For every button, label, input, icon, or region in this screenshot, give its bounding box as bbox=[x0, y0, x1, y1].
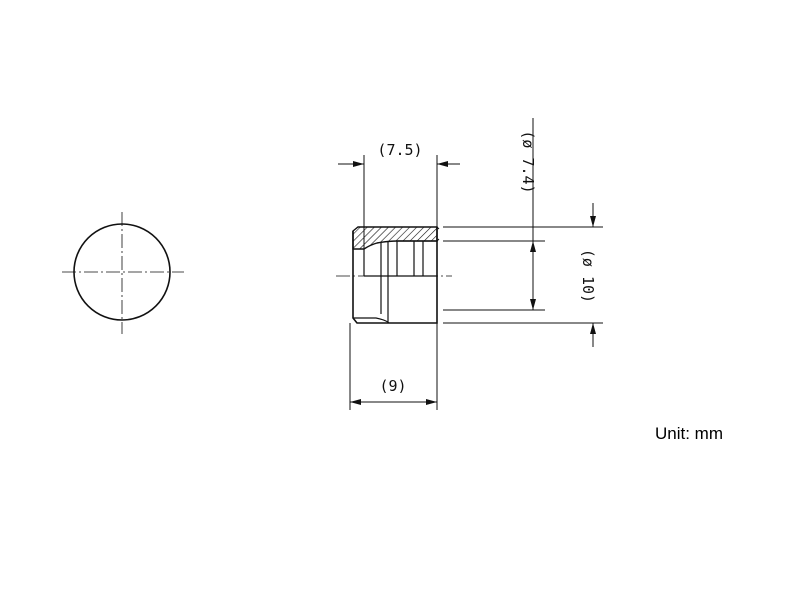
dimension-label-7-5: (7.5) bbox=[377, 141, 422, 159]
section-view bbox=[336, 226, 452, 324]
unit-label: Unit: mm bbox=[655, 424, 723, 443]
arrow-9-right bbox=[426, 399, 437, 405]
arrow-7-4-top bbox=[530, 241, 536, 252]
arrow-7-4-bottom bbox=[530, 299, 536, 310]
dimension-diameter-10: (ø 10) bbox=[443, 203, 603, 347]
dimension-label-9: (9) bbox=[379, 377, 406, 395]
arrow-7-5-right bbox=[437, 161, 448, 167]
section-outline bbox=[352, 227, 438, 324]
dimension-label-diameter-10: (ø 10) bbox=[579, 249, 597, 303]
arrow-10-bottom bbox=[590, 323, 596, 334]
arrow-9-left bbox=[350, 399, 361, 405]
dimension-9: (9) bbox=[349, 323, 438, 410]
section-notch bbox=[436, 226, 440, 242]
arrow-7-5-left bbox=[353, 161, 364, 167]
section-hatched-wall bbox=[352, 226, 438, 250]
dimension-diameter-7-4: (ø 7.4) bbox=[443, 118, 545, 311]
dimension-7-5: (7.5) bbox=[338, 141, 460, 249]
dimension-label-diameter-7-4: (ø 7.4) bbox=[519, 130, 537, 193]
end-view bbox=[62, 212, 184, 334]
arrow-10-top bbox=[590, 216, 596, 227]
